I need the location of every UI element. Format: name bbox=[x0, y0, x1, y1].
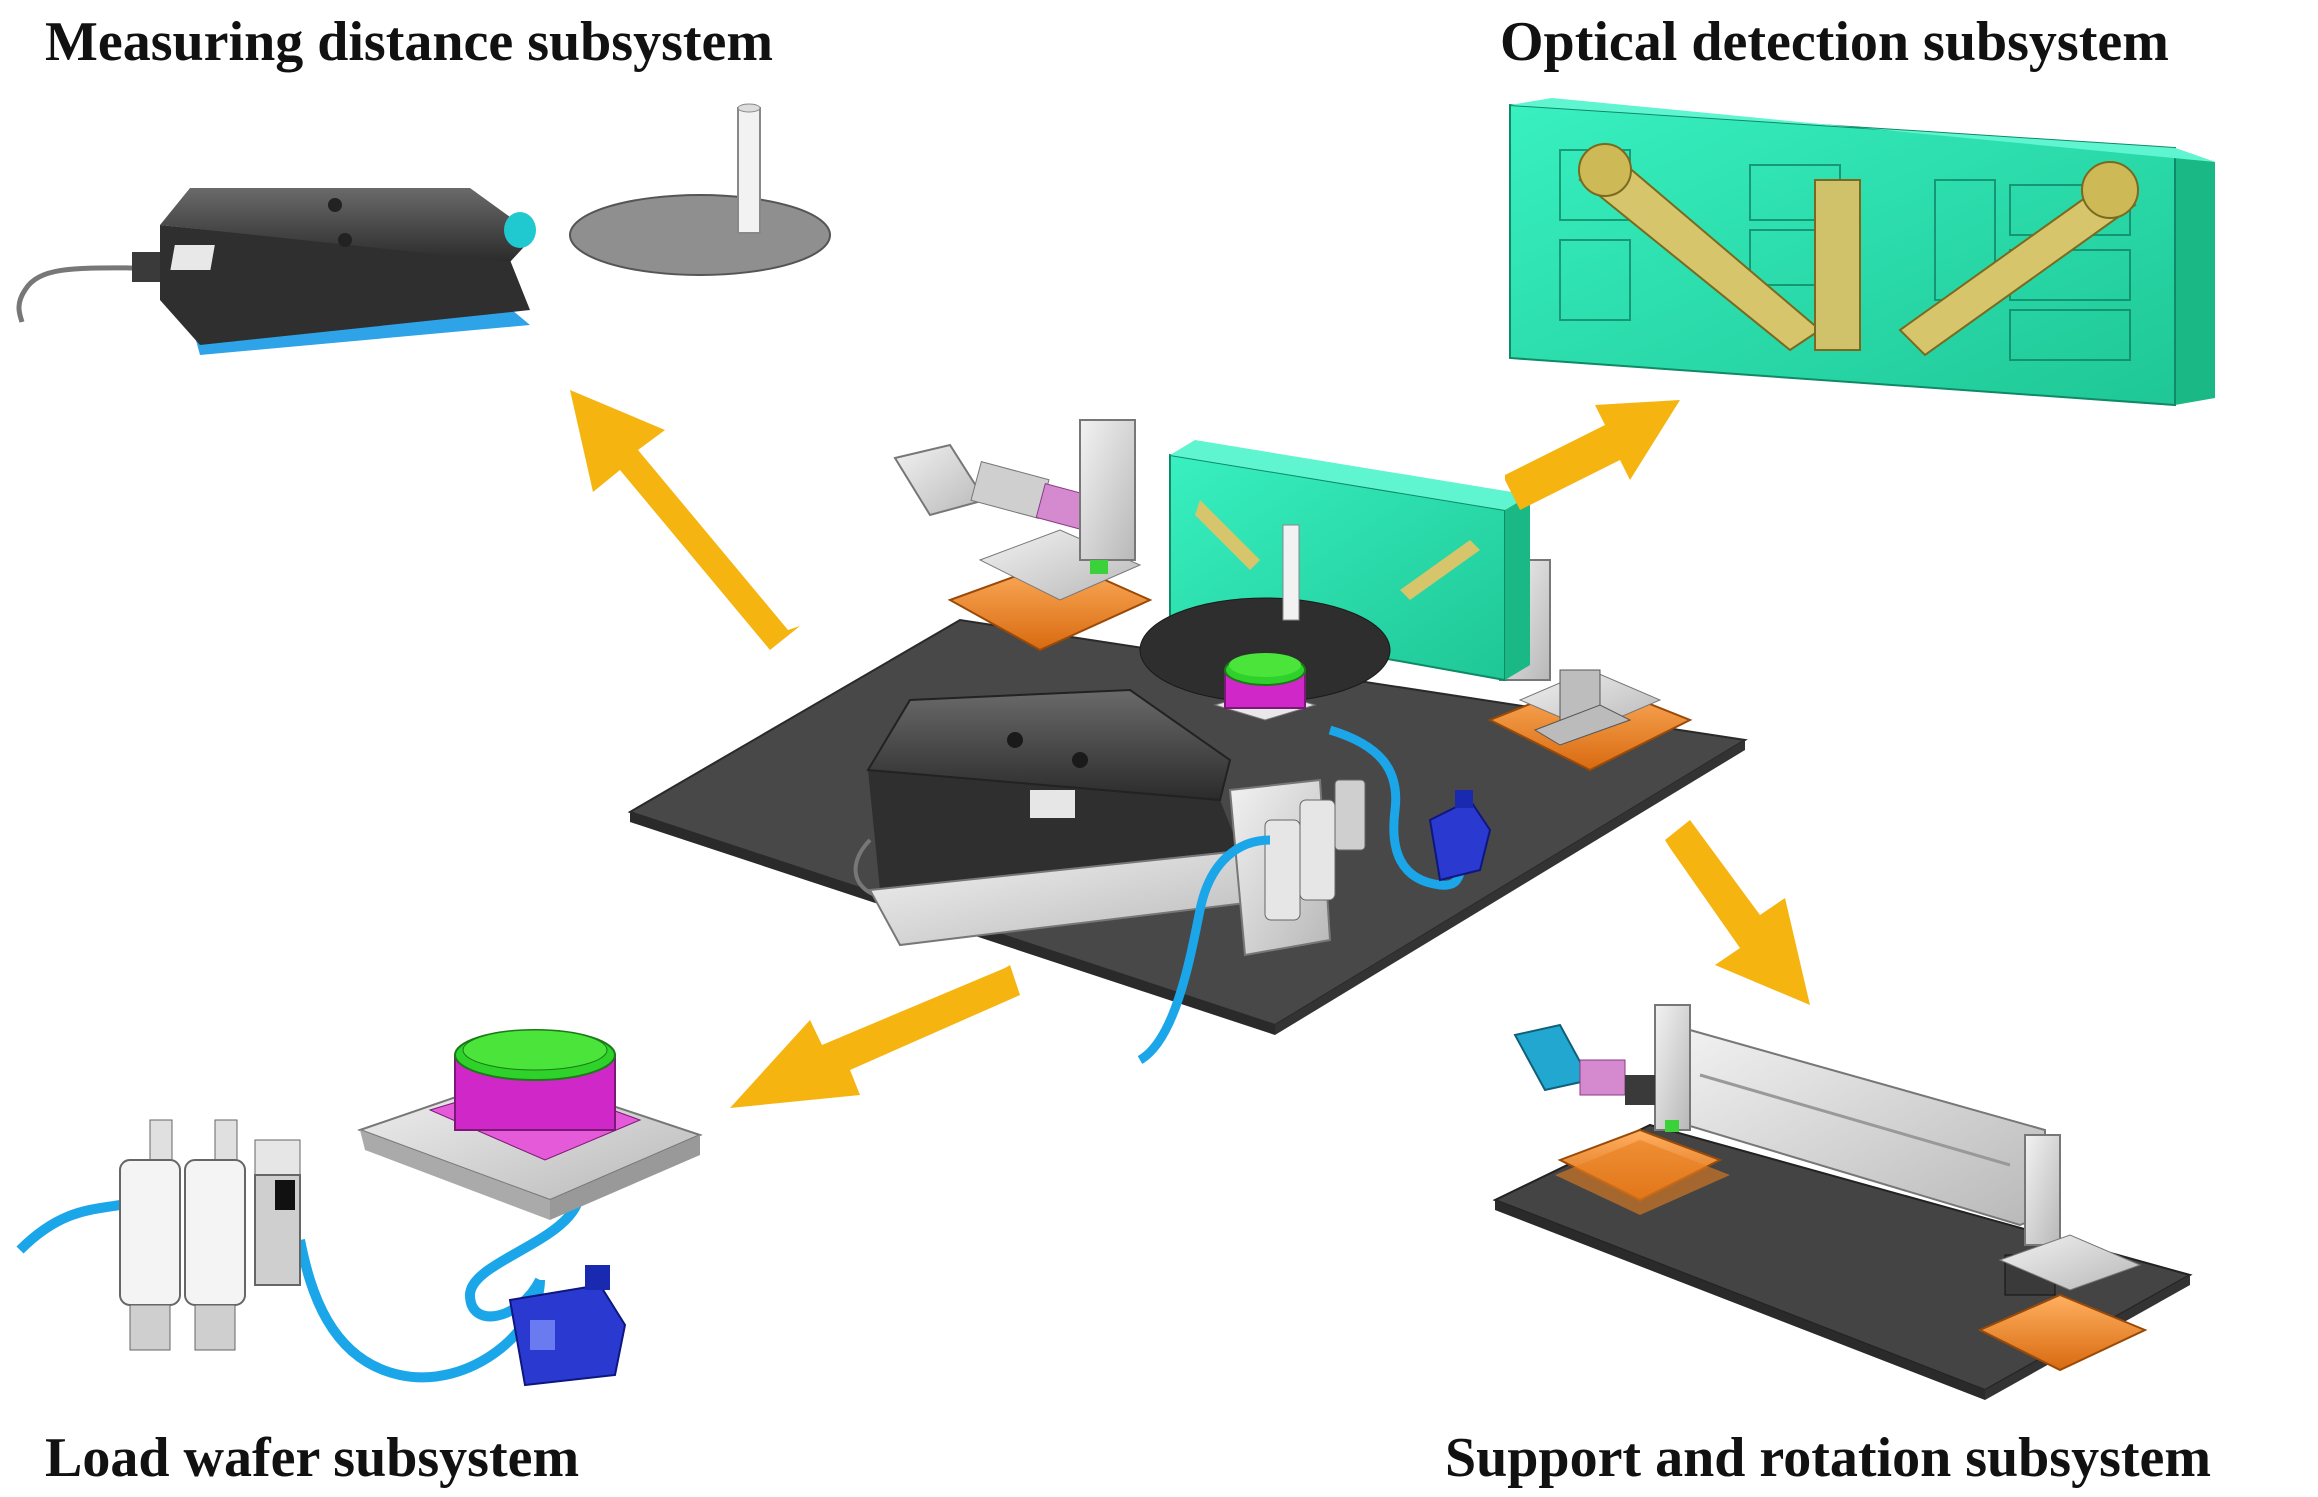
sensor-cable bbox=[16, 265, 151, 323]
load-wafer-subsystem-label: Load wafer subsystem bbox=[45, 1427, 580, 1489]
center-chuck bbox=[1213, 653, 1317, 721]
optical-detection-subsystem-label: Optical detection subsystem bbox=[1500, 11, 2169, 73]
center-probe-rod bbox=[1282, 524, 1300, 621]
arrow-to-load-wafer bbox=[730, 965, 1020, 1108]
load-wafer-subsystem bbox=[16, 1029, 703, 1387]
sensor-housing bbox=[160, 188, 535, 262]
center-valve bbox=[1428, 790, 1492, 882]
load-valve bbox=[508, 1265, 627, 1387]
left-upright bbox=[1079, 419, 1136, 561]
center-air-tube bbox=[1137, 835, 1271, 1064]
optics-assembly bbox=[1578, 143, 2139, 357]
load-chuck-stage bbox=[357, 1029, 703, 1220]
measuring-distance-subsystem bbox=[16, 103, 831, 355]
support-and-rotation-subsystem bbox=[1492, 1004, 2193, 1400]
optical-detection-subsystem bbox=[1509, 98, 2215, 407]
support-and-rotation-subsystem-label: Support and rotation subsystem bbox=[1445, 1427, 2212, 1489]
measuring-distance-subsystem-label: Measuring distance subsystem bbox=[45, 11, 774, 73]
sensor-lens bbox=[504, 212, 536, 248]
left-motor bbox=[893, 443, 1100, 533]
arrow-to-measuring-distance bbox=[570, 390, 800, 650]
center-filter-stand bbox=[1228, 778, 1366, 957]
probe-rod bbox=[737, 107, 761, 234]
arrow-to-optical-detection bbox=[1505, 400, 1680, 510]
support-right-stage bbox=[1977, 1293, 2148, 1372]
arrow-to-support-rotation bbox=[1665, 820, 1810, 1005]
main-assembly bbox=[627, 419, 1748, 1064]
arrows bbox=[570, 390, 1810, 1108]
support-motor bbox=[1513, 1023, 1679, 1132]
sensor-label-plate bbox=[170, 245, 215, 270]
load-filters bbox=[119, 1119, 301, 1351]
wafer-disk bbox=[569, 194, 831, 276]
